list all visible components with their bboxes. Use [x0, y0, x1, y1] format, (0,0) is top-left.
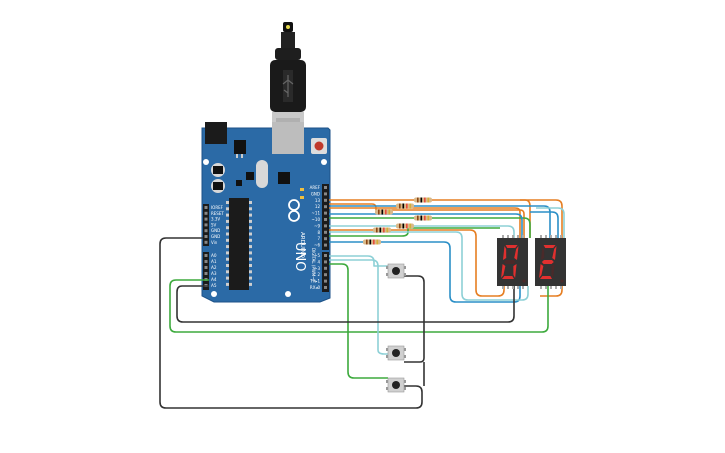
analog-pin-label: A4 [211, 277, 217, 282]
arduino-uno-board[interactable]: ARDUINO UNO DIGITAL (PWM~) IOREFRESET3.3… [201, 122, 331, 303]
analog-pin-label: A2 [211, 265, 217, 270]
analog-pin-label: A0 [211, 253, 217, 258]
seven-segment-display[interactable] [497, 235, 528, 289]
wire-green-button3[interactable] [329, 263, 388, 379]
segment-a [505, 245, 518, 248]
wire-blue-9[interactable] [329, 213, 523, 238]
push-button-1[interactable] [386, 263, 406, 279]
usb-port [272, 122, 304, 154]
regulator [234, 140, 246, 154]
resistor[interactable] [375, 209, 393, 215]
wire-cyan-8[interactable] [329, 225, 515, 238]
power-pin-label: RESET [211, 211, 224, 216]
power-pin-label: 3.3V [211, 217, 220, 222]
resistor[interactable] [363, 239, 381, 245]
segment-b [552, 246, 557, 260]
digital-pin-label: TX▸1 [309, 279, 320, 284]
segment-d [502, 276, 515, 279]
resistor[interactable] [396, 203, 414, 209]
segment-f [541, 246, 545, 260]
wire-cyan-button1[interactable] [329, 255, 388, 267]
resistors [363, 197, 432, 245]
digital-label: DIGITAL (PWM~) [311, 248, 316, 282]
wire-cyan-3[interactable] [329, 231, 529, 301]
digital-pin-label: ~3 [314, 266, 320, 271]
crystal [256, 160, 268, 188]
analog-header [203, 252, 209, 290]
analog-pin-label: A1 [211, 259, 217, 264]
segment-f [503, 246, 507, 260]
digital-pin-label: ~5 [314, 253, 320, 258]
atmega-chip [229, 198, 249, 290]
digital-pin-label: RX◂0 [310, 285, 321, 290]
wire-orange-12[interactable] [329, 203, 525, 238]
wire-black-gnd-left[interactable] [159, 237, 423, 409]
power-pin-label: IOREF [211, 205, 224, 210]
segment-g [503, 260, 516, 264]
resistor[interactable] [414, 215, 432, 221]
digital-pin-label: 12 [315, 204, 321, 209]
wire-cyan-right[interactable] [536, 207, 565, 238]
segment-d [540, 276, 553, 279]
resistor[interactable] [396, 223, 414, 229]
digital-pin-label: ~9 [314, 223, 320, 228]
brand-label: ARDUINO [299, 232, 305, 259]
digital-pin-label: GND [311, 191, 320, 196]
wire-green-10[interactable] [329, 217, 531, 238]
wire-orange-11[interactable] [329, 207, 521, 238]
power-pin-label: Vin [211, 240, 218, 245]
digital-pin-label: ~11 [312, 211, 321, 216]
wire-cyan-button2[interactable] [329, 259, 388, 355]
push-button-2[interactable] [386, 345, 406, 361]
segment-b [514, 246, 519, 260]
seven-segment-displays [497, 235, 566, 289]
digital-header-upper [322, 184, 329, 250]
resistor[interactable] [414, 197, 432, 203]
segment-c [513, 264, 517, 278]
segment-c [551, 264, 555, 278]
digital-pin-label: AREF [310, 185, 321, 190]
power-jack [205, 122, 227, 144]
wires [159, 199, 565, 409]
wire-green-a4[interactable] [169, 279, 549, 333]
wire-orange-7[interactable] [329, 229, 505, 297]
power-pin-label: GND [211, 228, 220, 233]
segment-e [501, 264, 506, 278]
analog-pin-label: A3 [211, 271, 217, 276]
digital-pin-label: 13 [315, 198, 321, 203]
digital-pin-label: 8 [317, 230, 320, 235]
segment-e [539, 264, 544, 278]
resistor[interactable] [373, 227, 391, 233]
digital-pin-label: 2 [317, 272, 320, 277]
power-pin-label: GND [211, 234, 220, 239]
seven-segment-display[interactable] [535, 235, 566, 289]
push-button-3[interactable] [386, 377, 406, 393]
digital-pin-label: 4 [317, 259, 320, 264]
digital-pin-label: ~10 [312, 217, 321, 222]
wire-black-gnd-bottom[interactable] [176, 285, 515, 323]
segment-a [543, 245, 556, 248]
digital-pin-label: 7 [317, 236, 320, 241]
wire-blue-right[interactable] [530, 211, 559, 238]
digital-pin-label: ~6 [314, 243, 320, 248]
board-name-label: UNO [292, 242, 307, 271]
digital-header-lower [322, 252, 329, 292]
segment-g [541, 260, 554, 264]
power-pin-label: 5V [211, 222, 217, 227]
analog-pin-label: A5 [211, 283, 217, 288]
arduino-logo [288, 199, 300, 222]
wire-black-button-bus[interactable] [404, 275, 425, 386]
